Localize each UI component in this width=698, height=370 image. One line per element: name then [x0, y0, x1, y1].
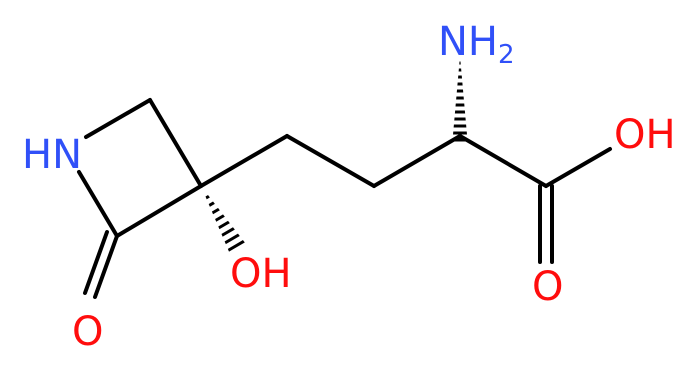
bond-ring-ch2-cq: [148, 98, 203, 188]
bond-calpha-ccooh: [458, 134, 548, 188]
atom-acid-carbonyl-o: O: [532, 264, 563, 310]
atom-nh2: NH2: [438, 19, 515, 70]
bond-ch2a-ch2b: [285, 134, 376, 188]
atom-ring-nh: HN: [22, 132, 82, 178]
atom-acid-oh: OH: [614, 112, 676, 158]
atom-lactam-o: O: [72, 309, 103, 355]
bond-ring-nh-ch2: [84, 98, 152, 139]
bond-ccooh-oh: [544, 147, 612, 188]
bond-lactam-carbonyl-2: [83, 230, 109, 295]
bond-ring-cq-co: [115, 184, 203, 238]
bond-cq-ch2a: [199, 134, 289, 188]
atom-tertiary-oh: OH: [230, 251, 292, 297]
hashed-wedge-quat-oh: [201, 186, 246, 254]
bond-ring-co-nh: [77, 170, 119, 238]
bond-ch2b-calpha: [372, 134, 462, 188]
bond-lactam-carbonyl-1: [93, 234, 119, 299]
hashed-wedge-alpha-nh2: [452, 61, 468, 142]
